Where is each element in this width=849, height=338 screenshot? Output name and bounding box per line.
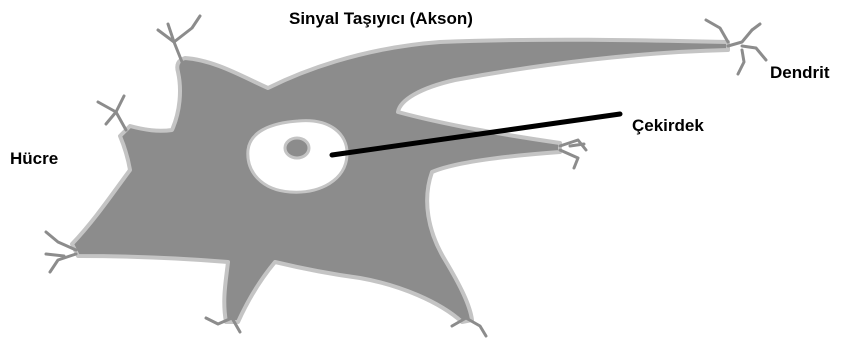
- nucleolus: [285, 138, 309, 158]
- cell-label: Hücre: [10, 150, 58, 167]
- dendrite-left-upper-branch: [116, 96, 124, 112]
- axon-terminal-tip: [752, 24, 760, 30]
- dendrite-bottom-left-twig: [46, 254, 64, 256]
- dendrite-top-left-branch: [174, 16, 200, 42]
- neuron-cell-body: [72, 40, 728, 322]
- dendrite-bottom-right: [466, 318, 486, 336]
- dendrite-right-middle-branch: [560, 150, 578, 168]
- axon-terminal-main: [728, 30, 752, 46]
- dendrite-right-middle-twig: [570, 144, 584, 146]
- dendrite-bottom-left: [46, 232, 76, 250]
- nucleus-label: Çekirdek: [632, 117, 704, 134]
- dendrite-top-left: [158, 30, 182, 62]
- axon-terminal-upper: [706, 20, 728, 42]
- axon-terminal-branch: [738, 50, 744, 74]
- dendrite-label: Dendrit: [770, 64, 830, 81]
- dendrite-left-upper-twig: [106, 112, 116, 124]
- neuron: [46, 16, 766, 336]
- axon-label: Sinyal Taşıyıcı (Akson): [289, 10, 473, 27]
- axon-terminal-lower: [742, 46, 766, 60]
